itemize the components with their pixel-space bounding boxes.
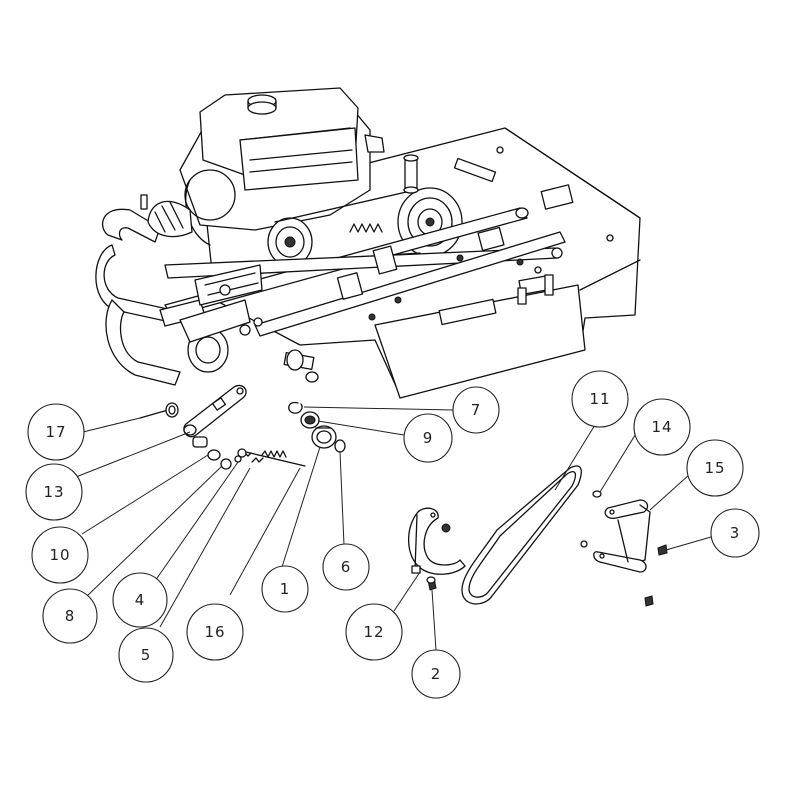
part-1-pulley (311, 425, 337, 449)
callout-15: 15 (686, 439, 744, 497)
callout-16: 16 (186, 603, 244, 661)
part-3-bolt (580, 540, 668, 607)
callout-12: 12 (345, 603, 403, 661)
callout-3: 3 (710, 508, 760, 558)
callout-13: 13 (25, 463, 83, 521)
callout-label: 12 (363, 623, 384, 641)
callout-8: 8 (42, 588, 98, 644)
callout-label: 1 (280, 580, 291, 598)
callout-1: 1 (261, 565, 309, 613)
callout-2: 2 (411, 649, 461, 699)
machine-assembly (95, 87, 641, 399)
part-11-belt (461, 465, 582, 605)
callout-label: 5 (141, 646, 152, 664)
exploded-parts (139, 384, 668, 607)
part-6-washer (334, 439, 346, 453)
callout-11: 11 (571, 370, 629, 428)
callout-7: 7 (452, 386, 500, 434)
part-14-washer (592, 490, 602, 498)
callout-label: 10 (49, 546, 70, 564)
callout-9: 9 (403, 413, 453, 463)
callout-bubbles: 17 13 10 8 4 5 16 1 (25, 370, 760, 699)
callout-label: 4 (135, 591, 146, 609)
part-9-bearing (300, 411, 320, 429)
part-10-bushing (192, 436, 221, 461)
callout-label: 9 (423, 429, 434, 447)
callout-label: 2 (431, 665, 442, 683)
callout-label: 7 (471, 401, 482, 419)
part-15-bracket (593, 499, 651, 573)
callout-4: 4 (112, 572, 168, 628)
callout-label: 14 (651, 418, 672, 436)
callout-6: 6 (322, 543, 370, 591)
callout-label: 8 (65, 607, 76, 625)
callout-label: 13 (43, 483, 64, 501)
part-12-bracket (407, 507, 466, 575)
callout-17: 17 (27, 403, 85, 461)
callout-label: 6 (341, 558, 352, 576)
part-7-snap-ring (288, 401, 303, 414)
part-17-clip (139, 402, 179, 419)
part-16-rod (237, 448, 306, 467)
callout-label: 17 (45, 423, 66, 441)
part-13-arm (183, 384, 247, 438)
callout-label: 16 (204, 623, 225, 641)
leader-lines (75, 406, 712, 651)
callout-14: 14 (633, 398, 691, 456)
callout-label: 3 (730, 524, 741, 542)
part-2-bolt (426, 576, 437, 591)
part-4-8-small (220, 452, 252, 470)
callout-5: 5 (118, 627, 174, 683)
callout-label: 11 (589, 390, 610, 408)
callout-10: 10 (31, 526, 89, 584)
callout-label: 15 (704, 459, 725, 477)
